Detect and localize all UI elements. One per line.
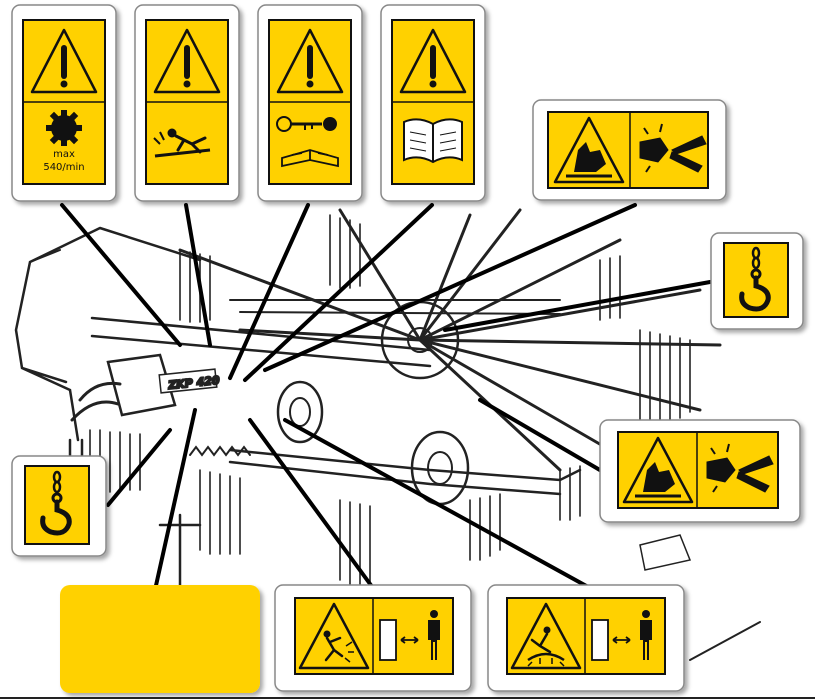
pto-speed-label: 540/min <box>43 162 84 173</box>
hand-pinch-icon <box>706 443 774 493</box>
decal-crush-hand-top <box>532 99 727 201</box>
decal-read-manual <box>380 4 486 202</box>
manual-book-icon <box>281 149 339 168</box>
open-book-icon <box>403 118 463 164</box>
model-plate <box>158 368 218 394</box>
distance-person-icon <box>591 610 652 661</box>
decal-remove-key <box>257 4 363 202</box>
leader-lines <box>60 203 712 592</box>
warning-triangle-icon <box>30 28 98 94</box>
rotary-rake-machine: ZKP 420 <box>14 208 761 661</box>
decal-thrown-objects <box>134 4 240 202</box>
hand-pinch-icon <box>639 123 707 173</box>
decal-lift-hook-right <box>710 232 804 330</box>
wheel-front <box>276 380 324 444</box>
warning-triangle-icon <box>399 28 467 94</box>
pto-max-label: max <box>53 149 75 160</box>
distance-person-icon <box>379 610 440 661</box>
pto-shaft-icon <box>46 110 82 146</box>
decal-keep-distance-1 <box>274 584 472 692</box>
decal-crush-hand-right <box>599 419 801 523</box>
model-plate-text: ZKP 420 <box>167 374 221 392</box>
decal-lift-hook-left <box>11 455 107 557</box>
thrown-object-triangle-icon <box>298 602 370 670</box>
falling-person-icon <box>153 128 211 158</box>
parking-stand <box>68 438 202 592</box>
headstock <box>106 353 177 417</box>
hand-crush-triangle-icon <box>622 436 694 504</box>
lifting-hook-icon <box>40 470 72 536</box>
key-icon <box>276 116 337 132</box>
lower-frame <box>228 448 582 496</box>
rotor-danger-triangle-icon <box>510 602 582 670</box>
warning-triangle-icon <box>153 28 221 94</box>
spring <box>189 445 251 457</box>
warning-triangle-icon <box>276 28 344 94</box>
decal-pto-speed: max 540/min <box>11 4 117 202</box>
hand-crush-triangle-icon <box>553 116 625 184</box>
decal-keep-distance-2 <box>487 584 685 692</box>
decal-blank-yellow <box>60 585 260 693</box>
lifting-hook-icon <box>739 246 771 312</box>
main-frame-beam <box>90 316 432 368</box>
